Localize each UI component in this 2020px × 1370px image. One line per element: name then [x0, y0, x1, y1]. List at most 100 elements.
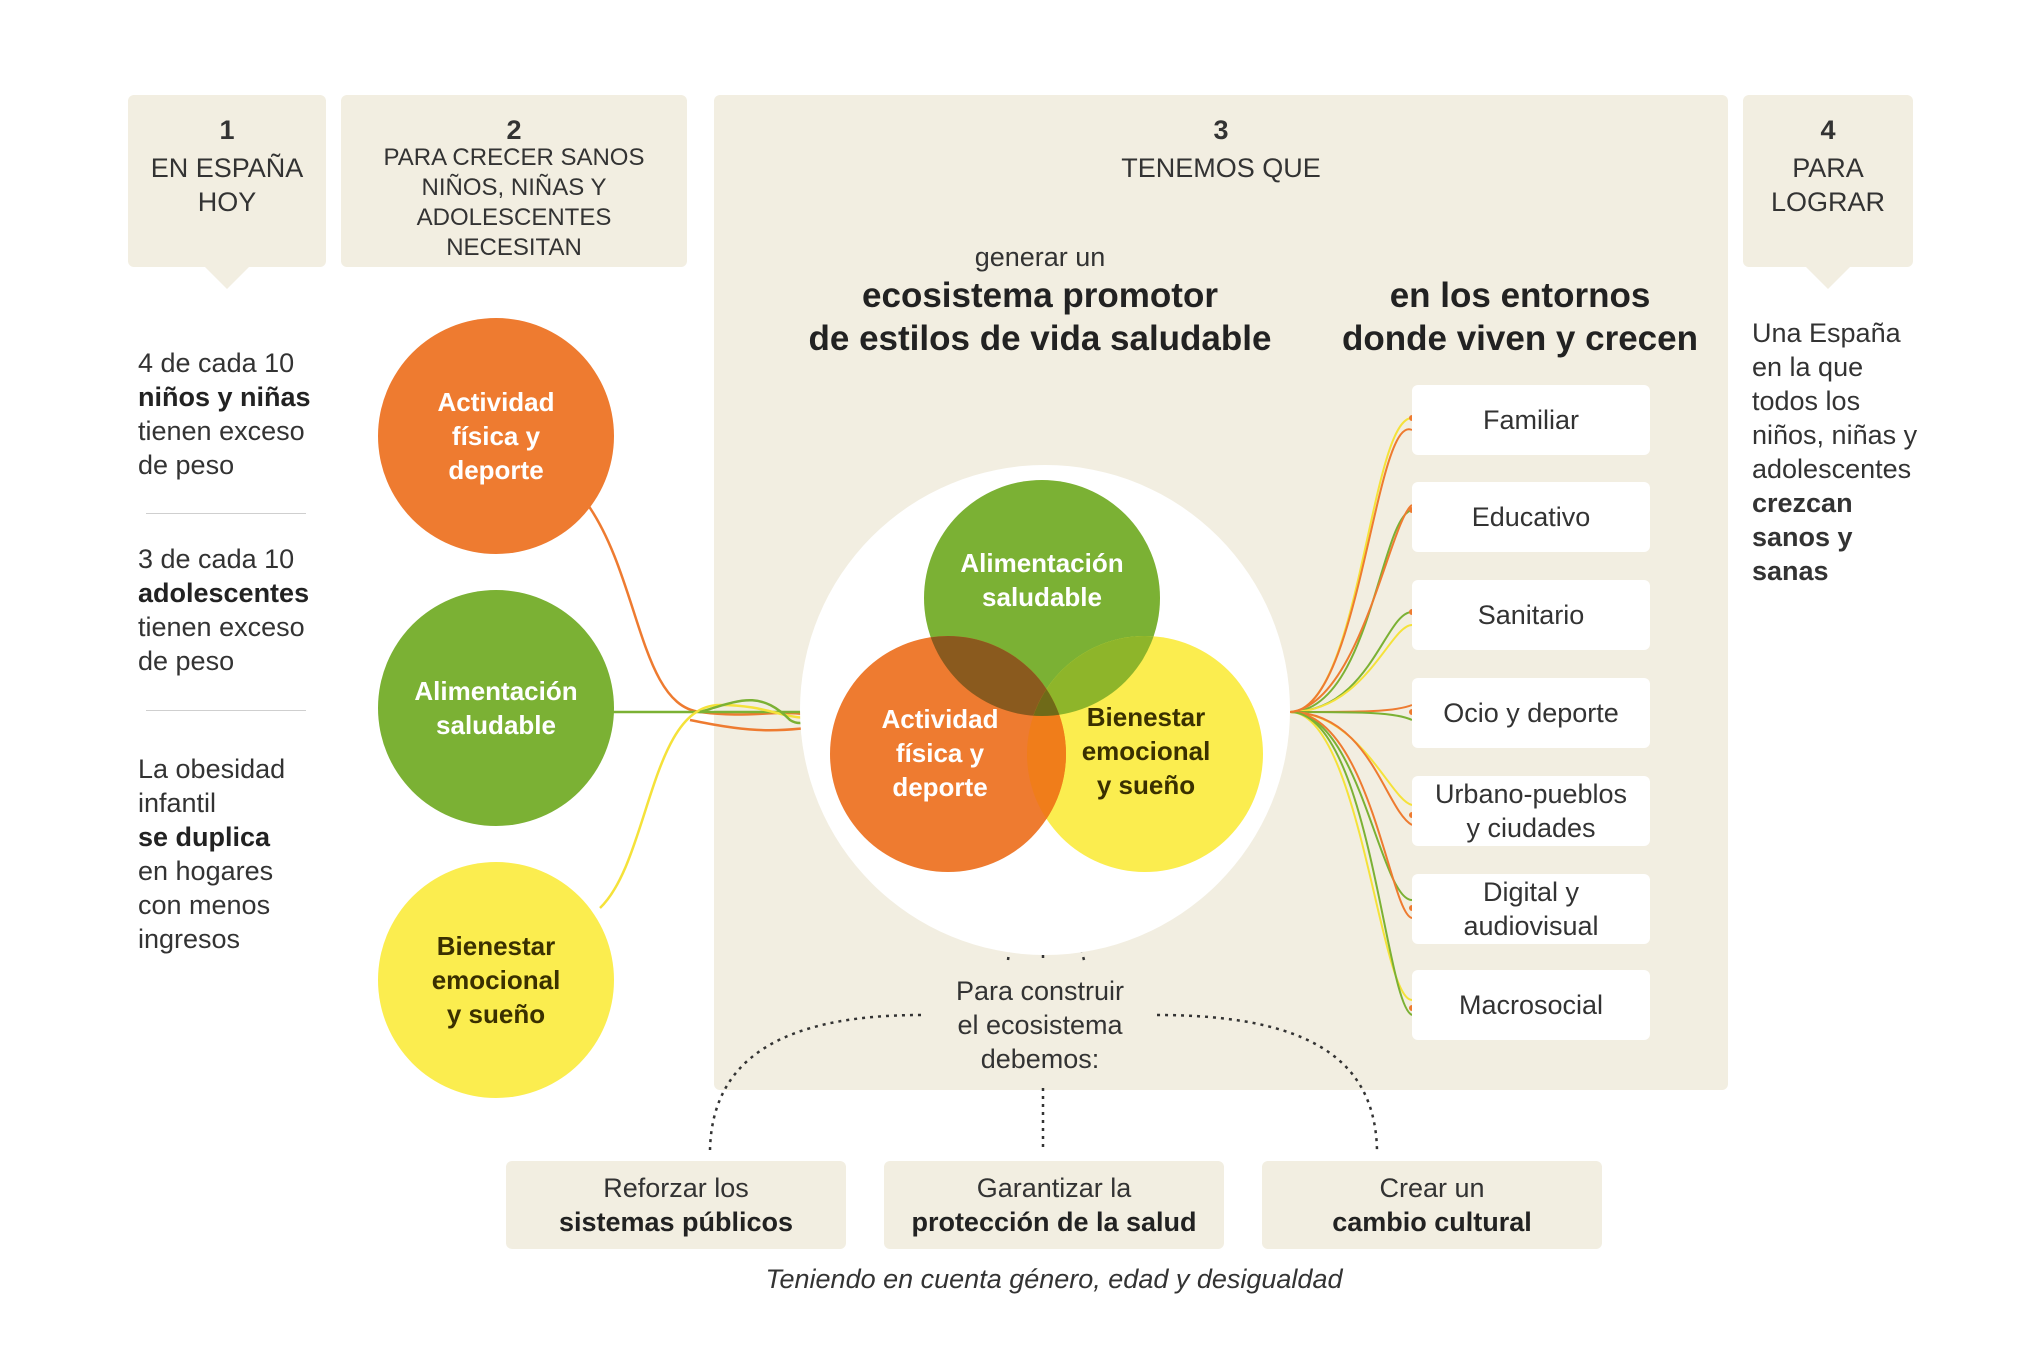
- goal-bold-line: sanas: [1752, 556, 1829, 586]
- center-title-line: ecosistema promotor: [862, 276, 1218, 315]
- venn-wellbeing-label: Bienestar emocional y sueño: [1046, 696, 1246, 806]
- header-title-line: TENEMOS QUE: [1121, 153, 1321, 183]
- venn-label-line: Alimentación: [960, 548, 1124, 578]
- header-title-line: NIÑOS, NIÑAS Y: [421, 174, 607, 201]
- venn-overlap-food-activity: [924, 636, 1066, 716]
- header-pointer: [205, 267, 249, 289]
- connector-env: [1289, 711, 1413, 919]
- header-title-line: LOGRAR: [1770, 187, 1886, 217]
- environment-label: y ciudades: [1466, 813, 1596, 843]
- stat-obesity: La obesidad infantil se duplica en hogar…: [138, 752, 338, 956]
- environment-label: Macrosocial: [1458, 990, 1604, 1020]
- stat-line: ingresos: [138, 924, 241, 954]
- connector-env: [1289, 711, 1413, 826]
- venn-diagram: [800, 465, 1290, 955]
- stat-bold: se duplica: [138, 822, 271, 852]
- header-number: 4: [1820, 115, 1836, 145]
- environments-title-line: en los entornos: [1389, 276, 1651, 315]
- venn-label-line: emocional: [1081, 736, 1211, 766]
- circle-label-line: emocional: [431, 965, 561, 995]
- environment-label: audiovisual: [1463, 911, 1599, 941]
- build-text-line: Para construir: [955, 976, 1125, 1006]
- environment-sanitario: Sanitario: [1412, 580, 1650, 650]
- header-box-2: 2 PARA CRECER SANOS NIÑOS, NIÑAS Y ADOLE…: [341, 95, 687, 267]
- venn-label-line: deporte: [892, 772, 988, 802]
- header-box-1: 1 EN ESPAÑA HOY: [128, 95, 326, 267]
- circle-label-line: saludable: [436, 710, 556, 740]
- environment-digital: Digital y audiovisual: [1412, 874, 1650, 944]
- goal-line: todos los: [1752, 386, 1861, 416]
- divider: [146, 513, 306, 514]
- build-text-line: debemos:: [980, 1044, 1100, 1074]
- venn-label-line: Bienestar: [1086, 702, 1206, 732]
- stat-line: de peso: [138, 450, 235, 480]
- venn-food-label: Alimentación saludable: [922, 530, 1162, 630]
- stat-line: tienen exceso: [138, 416, 305, 446]
- venn-activity-label: Actividad física y deporte: [830, 698, 1050, 808]
- environment-ocio: Ocio y deporte: [1412, 678, 1650, 748]
- connector-env: [1289, 428, 1413, 713]
- header-title-line: HOY: [197, 187, 257, 217]
- connector-env: [1289, 711, 1413, 806]
- circle-label-line: física y: [451, 421, 541, 451]
- center-title: ecosistema promotor de estilos de vida s…: [760, 274, 1320, 360]
- header-title-line: PARA: [1792, 153, 1864, 183]
- stat-bold: niños y niñas: [138, 382, 311, 412]
- circle-label-line: Bienestar: [436, 931, 556, 961]
- circle-label-line: Actividad: [437, 387, 555, 417]
- environment-label: Sanitario: [1477, 600, 1585, 630]
- dotted-connector-right: [1156, 1013, 1379, 1151]
- stat-line: infantil: [138, 788, 217, 818]
- need-wellbeing-circle: Bienestar emocional y sueño: [378, 862, 614, 1098]
- venn-label-line: y sueño: [1096, 770, 1196, 800]
- header-number: 1: [219, 115, 235, 145]
- action-line: Crear un: [1379, 1173, 1485, 1203]
- environment-educativo: Educativo: [1412, 482, 1650, 552]
- stat-line: de peso: [138, 646, 235, 676]
- header-number: 3: [1213, 115, 1229, 145]
- header-number: 2: [506, 115, 522, 145]
- environments-title: en los entornos donde viven y crecen: [1320, 274, 1720, 360]
- action-line: Reforzar los: [603, 1173, 749, 1203]
- goal-text: Una España en la que todos los niños, ni…: [1752, 316, 1952, 588]
- center-intro: generar un: [974, 242, 1106, 272]
- center-title-line: de estilos de vida saludable: [808, 319, 1272, 358]
- stat-children: 4 de cada 10 niños y niñas tienen exceso…: [138, 346, 338, 482]
- action-bold: sistemas públicos: [558, 1207, 794, 1237]
- connector-env: [1289, 711, 1413, 721]
- connector-env: [1289, 624, 1413, 713]
- venn-label-line: física y: [895, 738, 985, 768]
- header-title-line: EN ESPAÑA: [150, 153, 304, 183]
- header-pointer: [1806, 267, 1850, 289]
- venn-label-line: saludable: [982, 582, 1102, 612]
- stat-line: 3 de cada 10: [138, 544, 295, 574]
- connector-env: [1289, 711, 1413, 901]
- circle-label-line: Alimentación: [414, 676, 578, 706]
- stat-bold: adolescentes: [138, 578, 310, 608]
- environment-familiar: Familiar: [1412, 385, 1650, 455]
- need-activity-circle: Actividad física y deporte: [378, 318, 614, 554]
- stat-line: La obesidad: [138, 754, 286, 784]
- build-text-line: el ecosistema: [957, 1010, 1123, 1040]
- build-text: Para construir el ecosistema debemos:: [900, 974, 1180, 1076]
- connector-env: [1289, 504, 1413, 713]
- connector-wellbeing: [599, 703, 836, 909]
- header-title-line: ADOLESCENTES: [416, 204, 612, 231]
- environments-title-line: donde viven y crecen: [1342, 319, 1698, 358]
- stat-line: con menos: [138, 890, 271, 920]
- dotted-connector-left: [708, 1013, 922, 1151]
- stat-line: 4 de cada 10: [138, 348, 295, 378]
- goal-line: niños, niñas y: [1752, 420, 1918, 450]
- footnote: Teniendo en cuenta género, edad y desigu…: [765, 1264, 1343, 1294]
- circle-label-line: y sueño: [446, 999, 546, 1029]
- environment-label: Digital y: [1482, 877, 1580, 907]
- circle-label-line: deporte: [448, 455, 544, 485]
- environment-urbano: Urbano-pueblos y ciudades: [1412, 776, 1650, 846]
- environment-label: Urbano-pueblos: [1434, 779, 1628, 809]
- venn-label-line: Actividad: [881, 704, 999, 734]
- goal-line: Una España: [1752, 318, 1901, 348]
- connector-env: [1289, 711, 1413, 1001]
- action-bold: protección de la salud: [911, 1207, 1197, 1237]
- environment-label: Ocio y deporte: [1443, 698, 1619, 728]
- header-title-line: PARA CRECER SANOS: [383, 144, 645, 171]
